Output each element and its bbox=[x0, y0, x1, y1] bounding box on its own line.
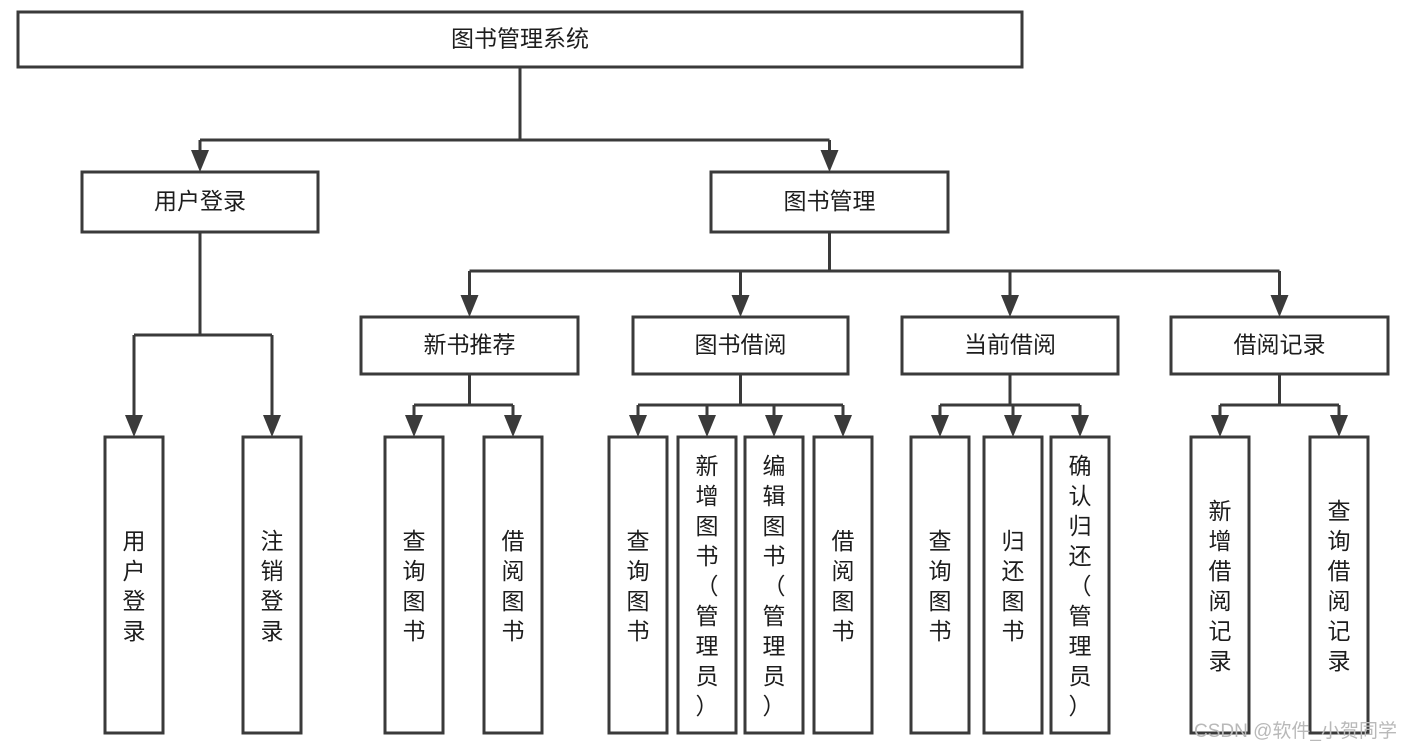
arrow-head-icon bbox=[834, 415, 852, 437]
arrow-head-icon bbox=[191, 150, 209, 172]
arrow-head-icon bbox=[698, 415, 716, 437]
node-box[interactable] bbox=[103, 435, 165, 735]
node-leaf3[interactable]: 查询图书 bbox=[383, 435, 445, 735]
arrow-head-icon bbox=[1270, 295, 1289, 317]
node-box[interactable] bbox=[909, 435, 971, 735]
node-label: 借阅图书 bbox=[502, 528, 525, 644]
edge-group-root bbox=[191, 67, 839, 172]
node-label: 查询图书 bbox=[627, 528, 650, 644]
node-label: 图书管理系统 bbox=[451, 26, 589, 52]
node-box[interactable] bbox=[1189, 435, 1251, 735]
node-box[interactable] bbox=[482, 435, 544, 735]
node-leaf6[interactable]: 新增图书（管理员） bbox=[676, 435, 738, 735]
node-records[interactable]: 借阅记录 bbox=[1169, 315, 1390, 376]
node-box[interactable] bbox=[241, 435, 303, 735]
node-current[interactable]: 当前借阅 bbox=[900, 315, 1120, 376]
node-box[interactable] bbox=[80, 170, 320, 234]
node-box[interactable] bbox=[709, 170, 950, 234]
node-leaf2[interactable]: 注销登录 bbox=[241, 435, 303, 735]
edge-group-login bbox=[125, 232, 281, 437]
node-label: 当前借阅 bbox=[964, 332, 1056, 358]
node-box[interactable] bbox=[607, 435, 669, 735]
node-leaf5[interactable]: 查询图书 bbox=[607, 435, 669, 735]
node-label: 新书推荐 bbox=[424, 332, 516, 358]
node-label: 借阅图书 bbox=[832, 528, 855, 644]
arrow-head-icon bbox=[1001, 295, 1019, 317]
node-bookmgmt[interactable]: 图书管理 bbox=[709, 170, 950, 234]
node-box[interactable] bbox=[383, 435, 445, 735]
edge-group-borrow bbox=[629, 374, 852, 437]
node-label: 查询图书 bbox=[403, 528, 426, 644]
node-layer: 图书管理系统用户登录图书管理新书推荐图书借阅当前借阅借阅记录用户登录注销登录查询… bbox=[16, 10, 1390, 735]
node-label: 注销登录 bbox=[261, 528, 284, 644]
node-box[interactable] bbox=[1308, 435, 1370, 735]
edge-group-newbook bbox=[405, 374, 522, 437]
node-box[interactable] bbox=[982, 435, 1044, 735]
node-leaf13[interactable]: 查询借阅记录 bbox=[1308, 435, 1370, 735]
node-login[interactable]: 用户登录 bbox=[80, 170, 320, 234]
arrow-head-icon bbox=[820, 150, 839, 172]
node-newbook[interactable]: 新书推荐 bbox=[359, 315, 580, 376]
node-box[interactable] bbox=[812, 435, 874, 735]
node-box[interactable] bbox=[900, 315, 1120, 376]
node-label: 新增图书（管理员） bbox=[696, 453, 719, 719]
node-box[interactable] bbox=[676, 435, 738, 735]
node-label: 归还图书 bbox=[1002, 528, 1025, 644]
node-label: 用户登录 bbox=[123, 528, 146, 644]
node-box[interactable] bbox=[1169, 315, 1390, 376]
node-borrow[interactable]: 图书借阅 bbox=[631, 315, 850, 376]
node-leaf11[interactable]: 确认归还（管理员） bbox=[1049, 435, 1111, 735]
node-box[interactable] bbox=[16, 10, 1024, 69]
arrow-head-icon bbox=[125, 415, 143, 437]
edge-group-current bbox=[931, 374, 1089, 437]
arrow-head-icon bbox=[504, 415, 522, 437]
node-label: 图书管理 bbox=[784, 188, 876, 214]
node-leaf7[interactable]: 编辑图书（管理员） bbox=[743, 435, 805, 735]
node-label: 用户登录 bbox=[154, 188, 246, 214]
node-box[interactable] bbox=[359, 315, 580, 376]
arrow-head-icon bbox=[931, 415, 949, 437]
node-root[interactable]: 图书管理系统 bbox=[16, 10, 1024, 69]
node-box[interactable] bbox=[631, 315, 850, 376]
connector-layer bbox=[125, 67, 1348, 437]
node-label: 查询借阅记录 bbox=[1328, 498, 1351, 674]
arrow-head-icon bbox=[731, 295, 750, 317]
node-leaf4[interactable]: 借阅图书 bbox=[482, 435, 544, 735]
node-leaf9[interactable]: 查询图书 bbox=[909, 435, 971, 735]
node-box[interactable] bbox=[1049, 435, 1111, 735]
arrow-head-icon bbox=[263, 415, 281, 437]
arrow-head-icon bbox=[1071, 415, 1089, 437]
node-leaf10[interactable]: 归还图书 bbox=[982, 435, 1044, 735]
arrow-head-icon bbox=[405, 415, 423, 437]
arrow-head-icon bbox=[765, 415, 783, 437]
node-label: 借阅记录 bbox=[1234, 332, 1326, 358]
node-leaf1[interactable]: 用户登录 bbox=[103, 435, 165, 735]
node-label: 查询图书 bbox=[929, 528, 952, 644]
arrow-head-icon bbox=[629, 415, 647, 437]
node-leaf12[interactable]: 新增借阅记录 bbox=[1189, 435, 1251, 735]
edge-group-bookmgmt bbox=[460, 232, 1289, 317]
node-box[interactable] bbox=[743, 435, 805, 735]
node-label: 图书借阅 bbox=[695, 332, 787, 358]
arrow-head-icon bbox=[1330, 415, 1348, 437]
node-label: 新增借阅记录 bbox=[1209, 498, 1232, 674]
node-leaf8[interactable]: 借阅图书 bbox=[812, 435, 874, 735]
node-label: 确认归还（管理员） bbox=[1069, 453, 1092, 719]
node-label: 编辑图书（管理员） bbox=[763, 453, 786, 719]
arrow-head-icon bbox=[1211, 415, 1229, 437]
arrow-head-icon bbox=[1004, 415, 1022, 437]
edge-group-records bbox=[1211, 374, 1348, 437]
csdn-watermark: CSDN @软件_小贺同学 bbox=[1194, 721, 1397, 742]
arrow-head-icon bbox=[460, 295, 479, 317]
